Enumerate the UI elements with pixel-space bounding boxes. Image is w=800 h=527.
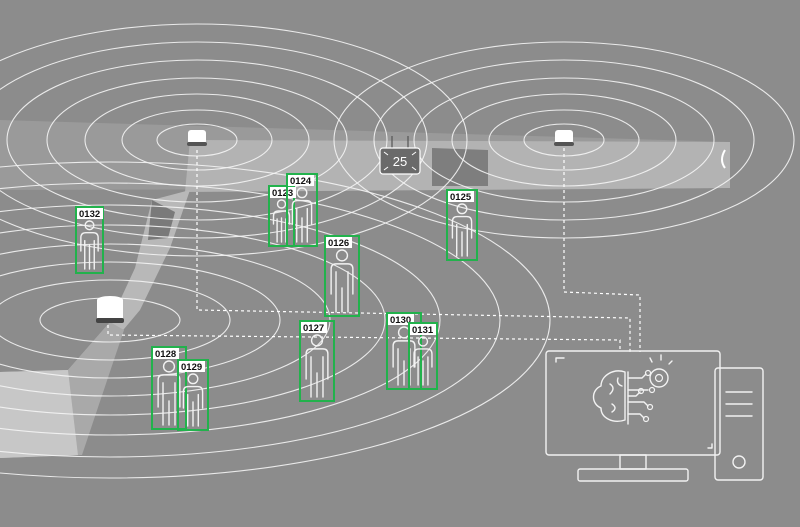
person-0131: 0131 [408,322,438,390]
person-id-label: 0126 [328,238,349,249]
detection-box [177,359,209,431]
detection-box [75,206,104,274]
person-0123: 0123 [268,185,296,247]
person-0124: 0124 [286,173,318,247]
person-id-label: 0132 [79,209,100,220]
sensor-top-left [187,130,207,146]
ai-computer [545,350,764,482]
person-id-label: 0125 [450,192,472,203]
person-id-label: 0124 [290,176,312,187]
signal-ring [0,204,441,436]
person-0132: 0132 [75,206,104,274]
sensor-cables [107,148,641,352]
person-0129: 0129 [177,359,209,431]
detection-box [324,235,360,317]
person-id-label: 0130 [390,315,411,326]
id-label-background [448,191,474,202]
person-0130: 0130 [386,312,422,390]
signal-ring [488,109,640,171]
id-label-background [179,361,205,372]
person-0125: 0125 [446,189,478,261]
person-id-label: 0128 [155,349,176,360]
id-label-background [288,175,314,186]
display-count: 25 [393,154,407,169]
signal-ring [0,182,501,458]
detection-box [268,185,295,247]
id-label-background [153,348,179,359]
signal-ring [0,261,281,379]
person-0127: 0127 [299,320,335,402]
id-label-background [77,208,103,219]
display-board: 25 [379,136,421,175]
person-id-label: 0127 [303,323,324,334]
detection-box [386,312,422,390]
id-label-background [388,314,414,325]
person-0128: 0128 [151,346,187,430]
id-label-background [270,187,296,198]
person-id-label: 0129 [181,362,202,373]
ai-brain-icon [592,354,673,425]
detection-box [151,346,187,430]
signal-ring [0,224,386,416]
id-label-background [301,322,327,333]
signal-ring [6,59,388,221]
id-label-background [410,324,436,335]
signal-ring [0,279,231,361]
signal-ring [0,161,551,479]
signal-ring [0,23,468,257]
person-0126: 0126 [324,235,360,317]
detection-box [286,173,318,247]
detection-box [299,320,335,402]
person-id-label: 0131 [412,325,434,336]
signal-ring [0,41,428,239]
detection-box [446,189,478,261]
person-id-label: 0123 [272,188,293,199]
detection-box [408,322,438,390]
sensor-left [96,296,124,323]
signal-ring [46,77,348,203]
wall-structure [0,120,730,458]
sensor-top-right [554,130,574,146]
id-label-background [326,237,352,248]
